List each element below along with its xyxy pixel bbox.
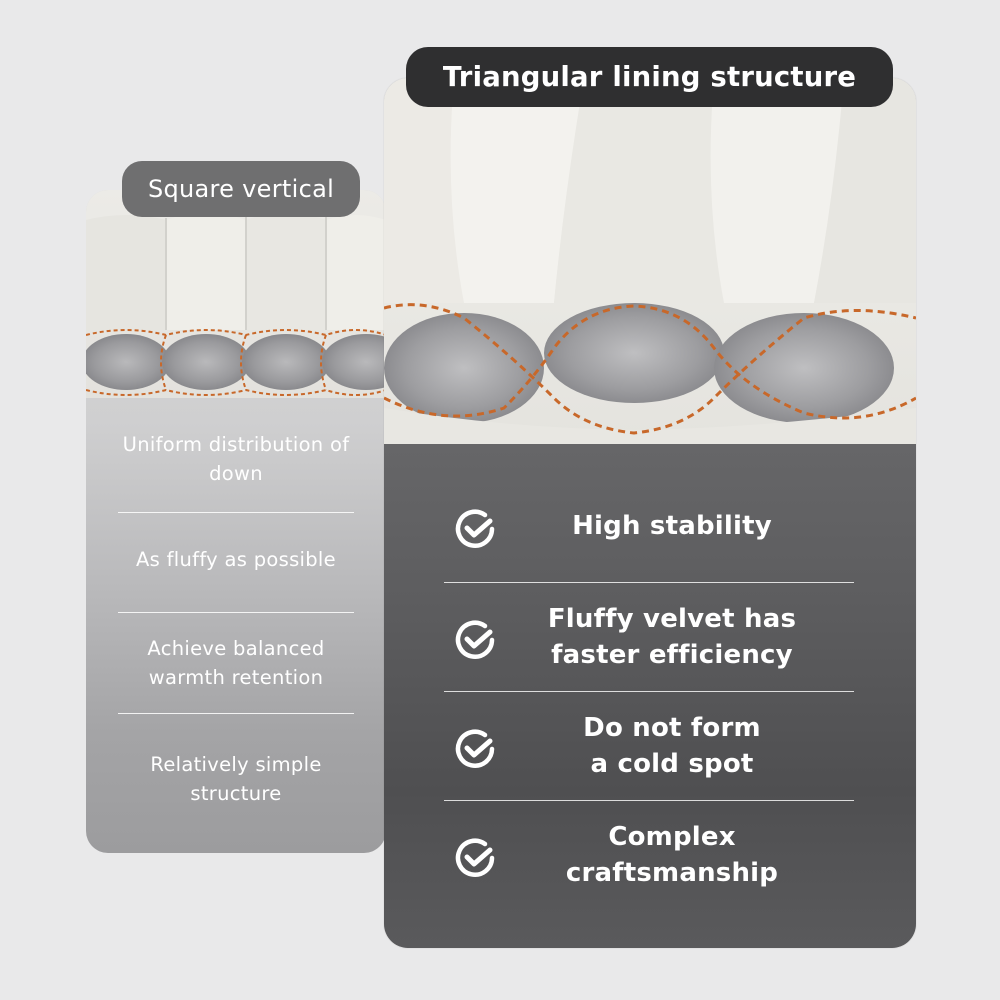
triangular-lining-fabric-illustration <box>384 78 916 444</box>
left-divider <box>118 512 354 513</box>
feature-row-high-stability: High stability <box>444 478 854 586</box>
check-circle-icon <box>455 509 495 548</box>
right-divider <box>444 800 854 801</box>
left-divider <box>118 713 354 714</box>
right-divider <box>444 691 854 692</box>
square-vertical-card <box>86 190 386 853</box>
triangular-lining-title: Triangular lining structure <box>406 47 893 107</box>
feature-row-cold-spot: Do not form a cold spot <box>444 694 854 802</box>
left-item-balanced-warmth: Achieve balanced warmth retention <box>147 637 325 689</box>
check-circle-icon <box>455 729 495 768</box>
left-item-as-fluffy: As fluffy as possible <box>136 548 336 571</box>
square-vertical-fabric-illustration <box>86 190 386 398</box>
left-divider <box>118 612 354 613</box>
check-circle-icon <box>455 838 495 877</box>
feature-label: Fluffy velvet has faster efficiency <box>547 604 797 670</box>
check-circle-icon <box>455 620 495 659</box>
left-item-uniform-distribution: Uniform distribution of down <box>122 433 350 485</box>
feature-row-complex-craftsmanship: Complex craftsmanship <box>444 803 854 911</box>
feature-label: Complex craftsmanship <box>565 822 779 888</box>
right-divider <box>444 582 854 583</box>
left-item-simple-structure: Relatively simple structure <box>150 753 322 805</box>
feature-row-fluffy-velvet: Fluffy velvet has faster efficiency <box>444 585 854 693</box>
square-vertical-title: Square vertical <box>122 161 360 217</box>
feature-label: Do not form a cold spot <box>583 713 761 779</box>
triangular-lining-card <box>384 78 916 948</box>
feature-label: High stability <box>572 511 772 541</box>
